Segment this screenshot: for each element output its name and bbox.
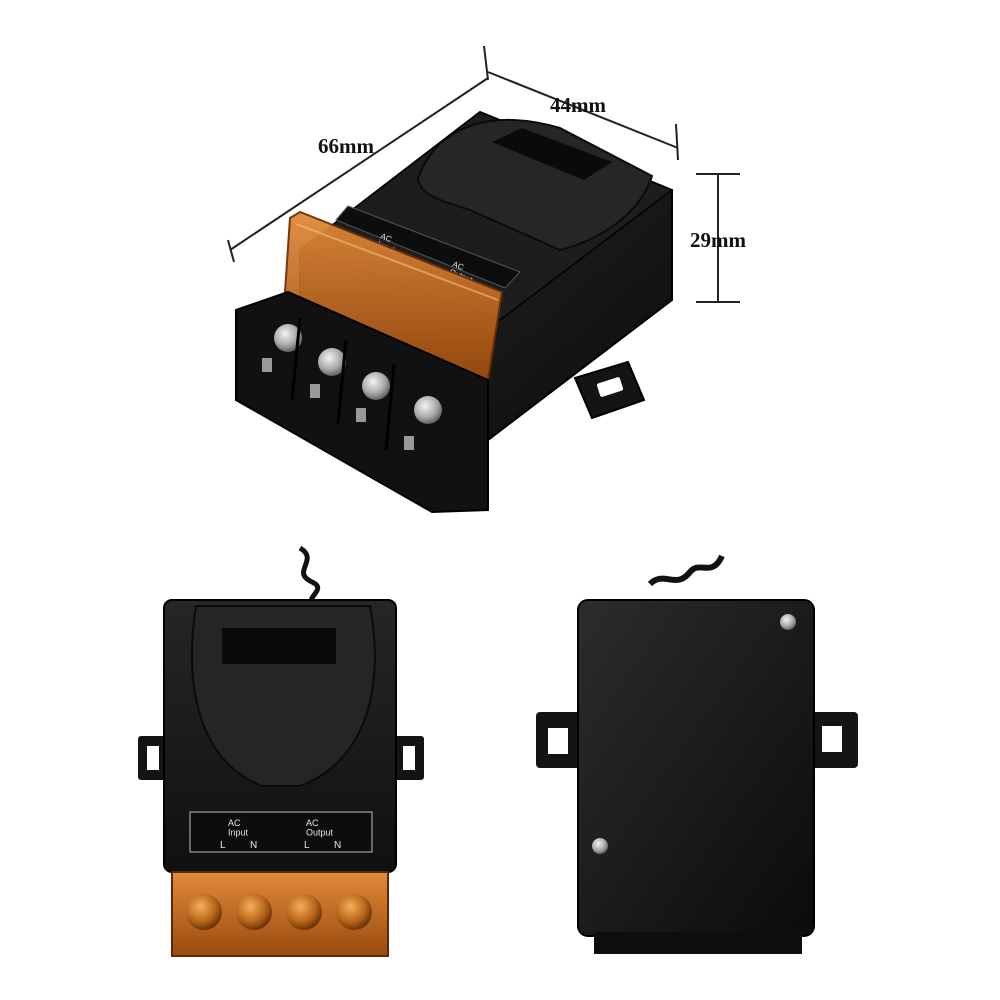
height-dimension-label: 29mm xyxy=(690,228,746,252)
width-dimension-label: 44mm xyxy=(550,93,606,117)
front-n-label-1: N xyxy=(250,840,257,851)
dimension-lines xyxy=(227,45,740,303)
front-l-label-2: L xyxy=(304,840,310,851)
relay-module-back xyxy=(536,554,858,954)
front-n-label-2: N xyxy=(334,840,341,851)
front-l-label-1: L xyxy=(220,840,226,851)
isometric-terminal-screws xyxy=(262,324,442,450)
length-dimension-label: 66mm xyxy=(318,134,374,158)
